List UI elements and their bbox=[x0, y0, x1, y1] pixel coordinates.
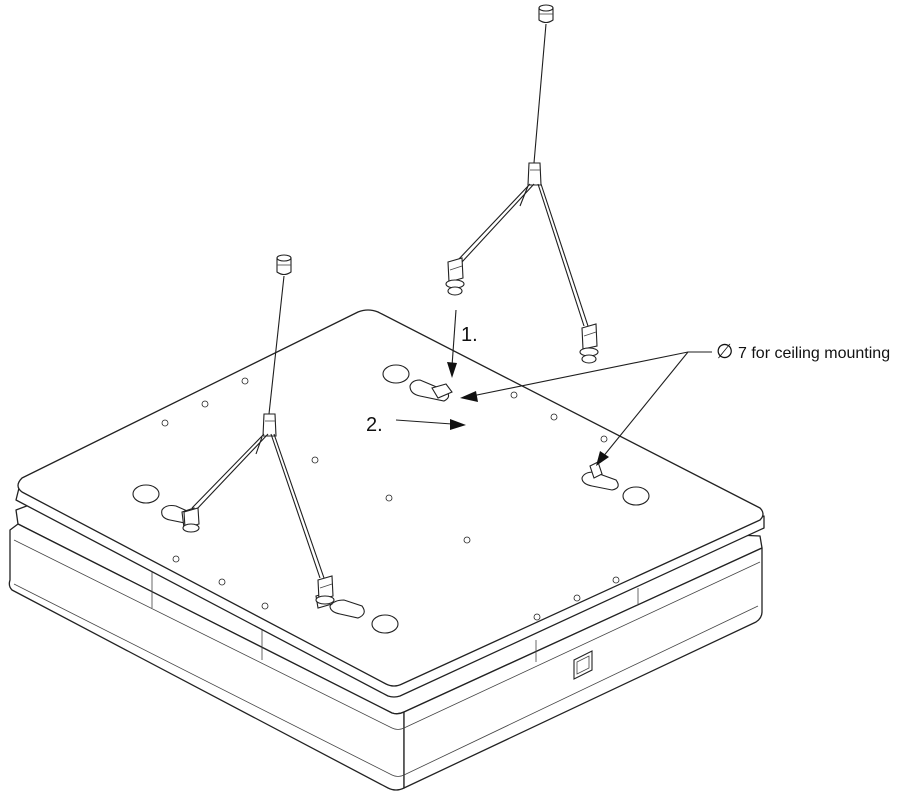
wire-end-fitting-left-a bbox=[182, 507, 200, 533]
ceiling-anchor-right bbox=[538, 4, 554, 24]
plate-screw-holes bbox=[161, 377, 620, 621]
wire-end-fitting-right-a bbox=[445, 257, 465, 296]
housing-front-left-face bbox=[8, 523, 405, 791]
plate-round-pads bbox=[132, 364, 650, 634]
annotation-arrows bbox=[395, 309, 712, 466]
wire-end-fitting-left-b bbox=[315, 575, 335, 605]
step-1-label: 1. bbox=[461, 324, 478, 346]
diameter-symbol: ∅ bbox=[716, 341, 733, 363]
plate-edge bbox=[15, 483, 765, 698]
suspension-kit-right bbox=[445, 4, 599, 364]
ceiling-mounting-note: 7 for ceiling mounting bbox=[738, 345, 890, 362]
wire-gripper-right bbox=[527, 162, 542, 186]
ceiling-anchor-left bbox=[276, 254, 292, 276]
wire-gripper-left bbox=[262, 413, 277, 437]
housing-slot bbox=[573, 650, 593, 680]
step-2-label: 2. bbox=[366, 414, 383, 436]
wire-end-fitting-right-b bbox=[579, 323, 599, 364]
suspension-kit-left bbox=[182, 254, 335, 605]
